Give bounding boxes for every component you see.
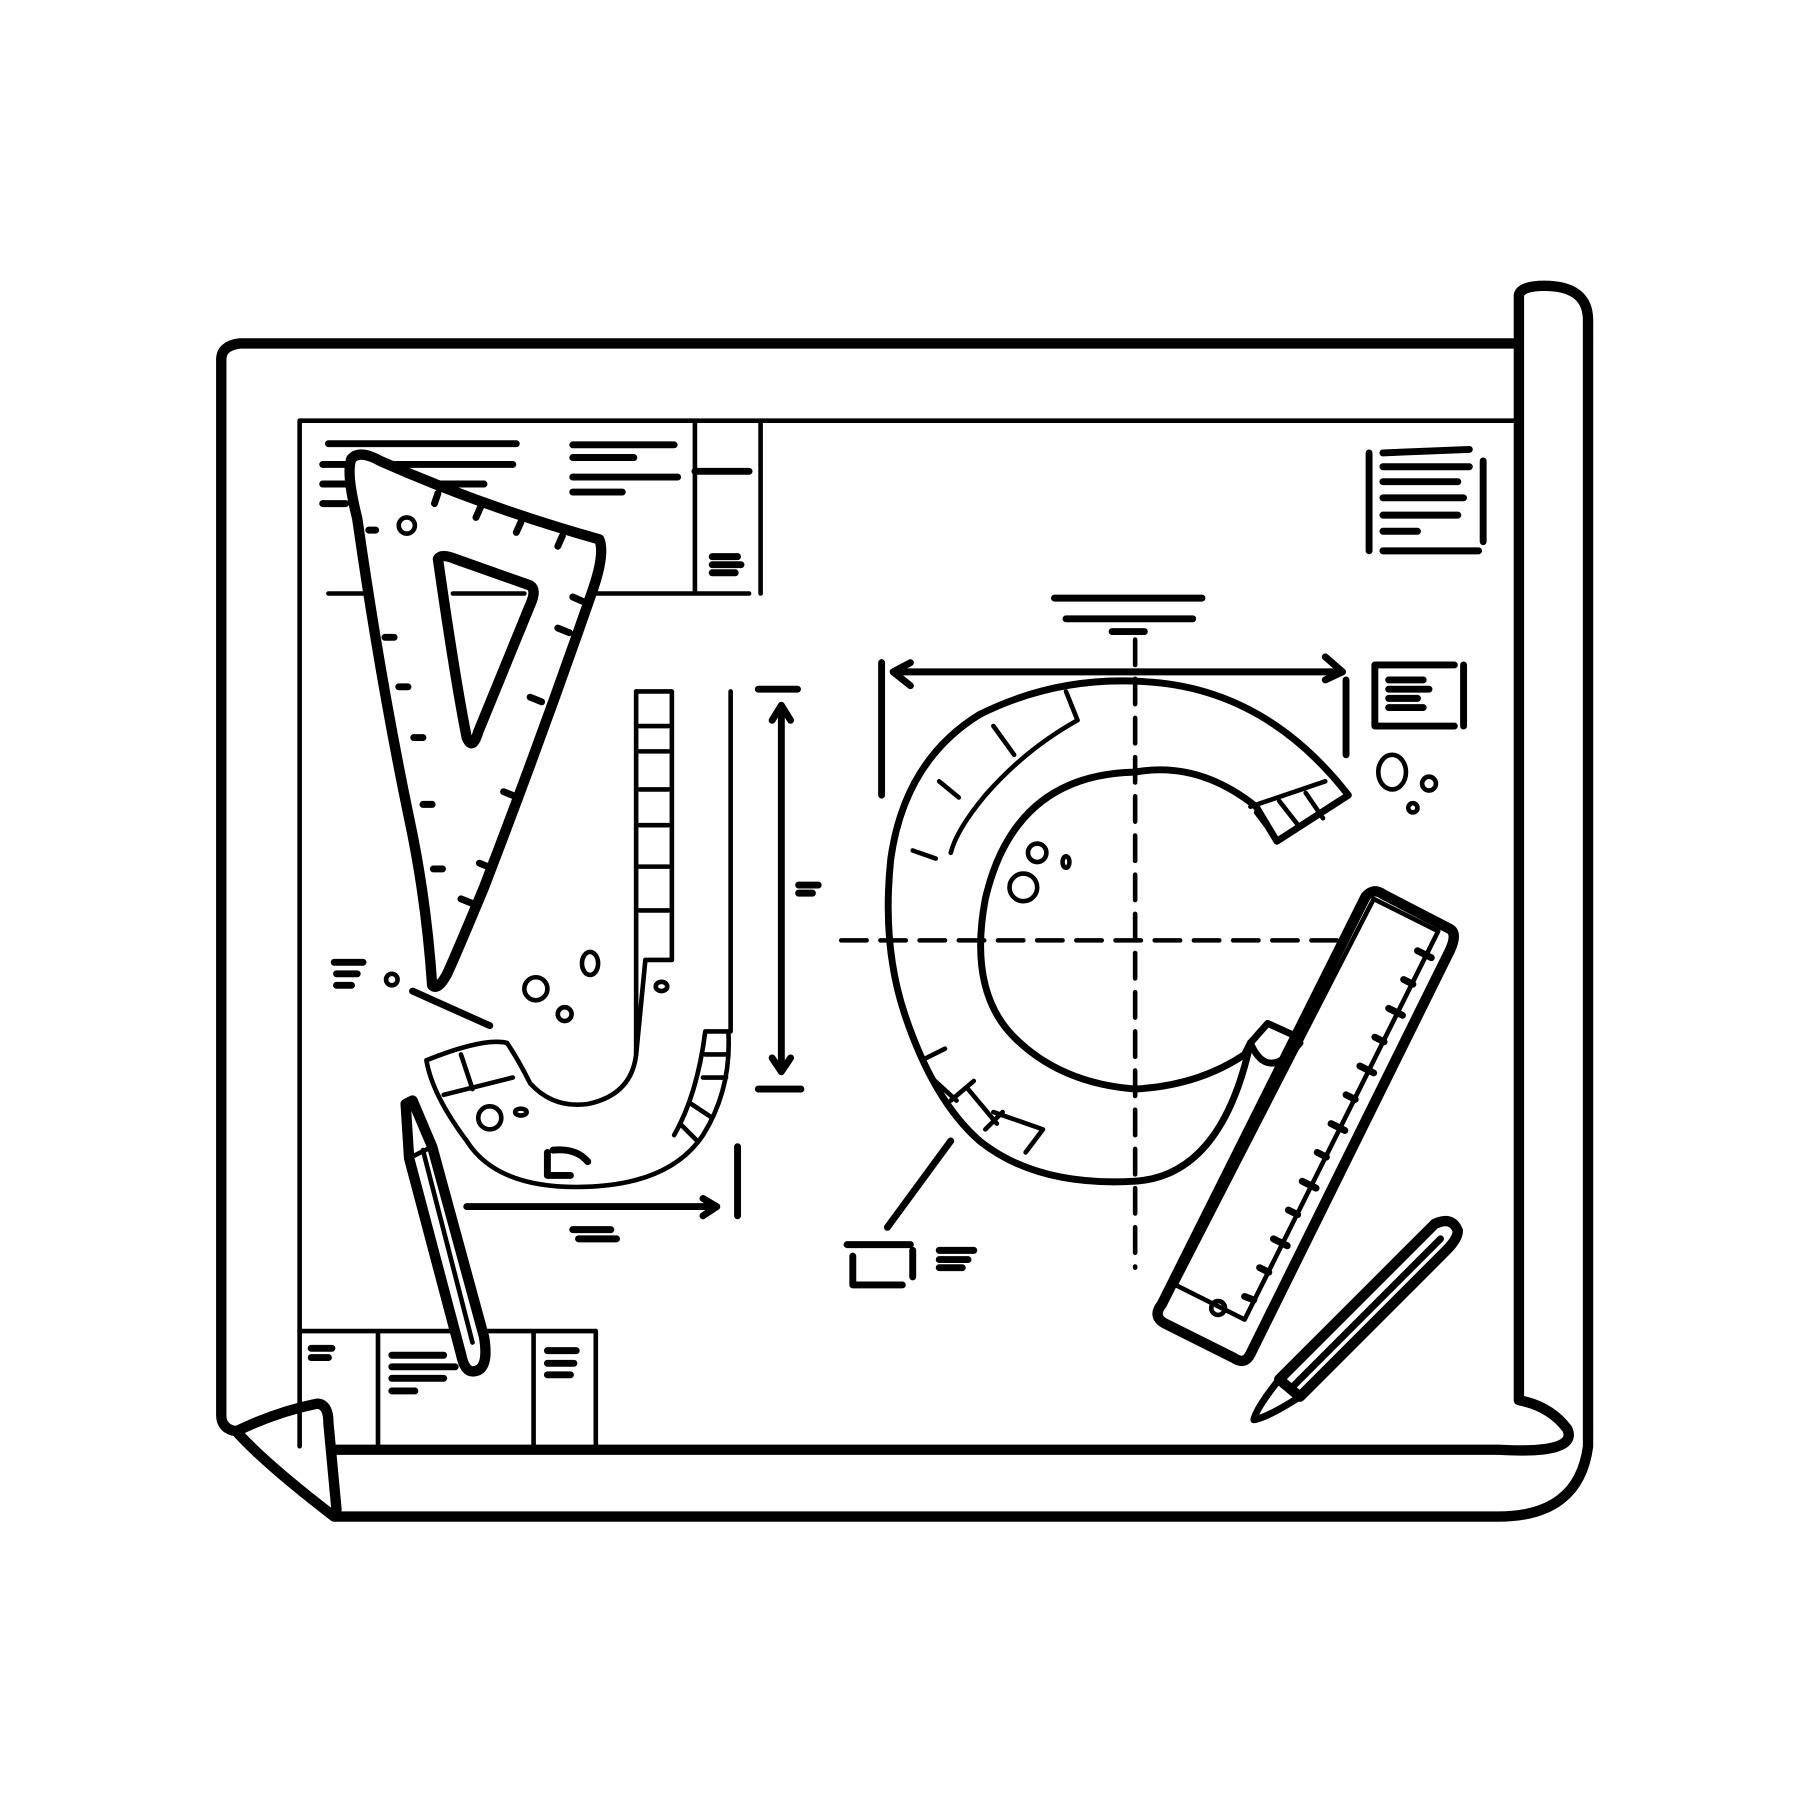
pencil-right-icon [1250, 1215, 1464, 1424]
title-block-bottom-left [297, 1328, 599, 1449]
pencil-left-icon [400, 1095, 491, 1377]
dimension-lines [463, 594, 1350, 1289]
letter-j-ruler [330, 689, 733, 1190]
note-block-top-right [1365, 445, 1487, 730]
c-inner-step [1246, 1019, 1304, 1067]
blueprint-sheet [216, 280, 1594, 1522]
set-square-icon [344, 449, 607, 992]
letter-c-ruler [838, 637, 1439, 1270]
ruler-right-icon [1152, 886, 1459, 1367]
